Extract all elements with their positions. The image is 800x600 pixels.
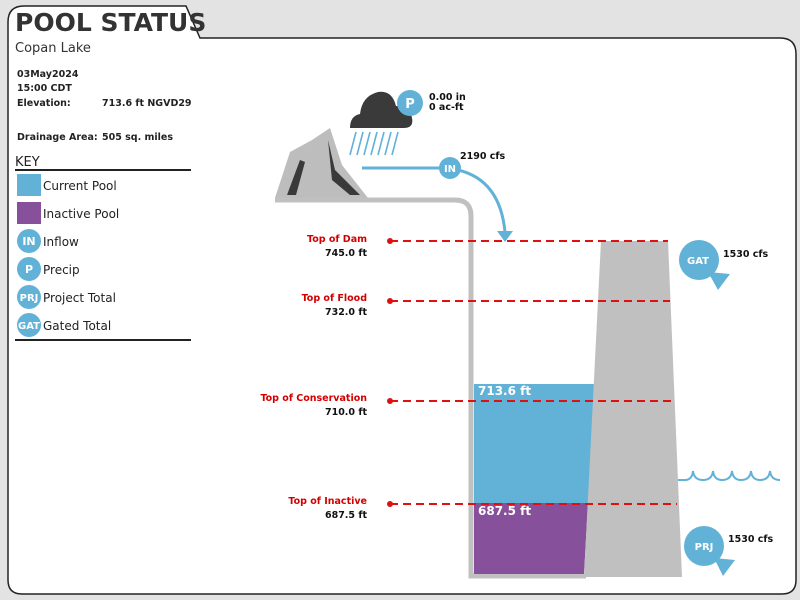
- project-total-icon: [17, 285, 41, 309]
- precip-symbol: P: [405, 97, 415, 112]
- precip-icon: [397, 90, 423, 116]
- key-label: Current Pool: [43, 179, 117, 193]
- level-value: 732.0 ft: [325, 307, 367, 318]
- gated-value: 1530 cfs: [723, 249, 769, 260]
- precip-inches: 0.00 in: [429, 92, 466, 103]
- project-symbol: PRJ: [695, 542, 714, 553]
- key-label: Inactive Pool: [43, 207, 119, 221]
- date: 03May2024: [17, 69, 79, 80]
- inflow-arrow: [457, 168, 507, 233]
- drainage-label: Drainage Area:: [17, 132, 98, 143]
- current-pool-swatch: [17, 174, 41, 196]
- dam: [584, 241, 682, 577]
- current-pool-label: 713.6 ft: [478, 384, 531, 398]
- elevation-value: 713.6 ft NGVD29: [102, 98, 192, 109]
- gated-arrow-icon: [708, 272, 730, 290]
- key-label: Inflow: [43, 235, 79, 249]
- drainage-value: 505 sq. miles: [102, 132, 173, 143]
- tailwater-waves-icon: [678, 470, 781, 482]
- level-value: 710.0 ft: [325, 407, 367, 418]
- level-top-of-flood: Top of Flood 732.0 ft: [302, 293, 670, 318]
- key-label: Gated Total: [43, 319, 111, 333]
- inflow-symbol: IN: [444, 164, 456, 175]
- inflow-arrowhead-icon: [497, 231, 513, 242]
- inflow-value: 2190 cfs: [460, 151, 506, 162]
- page-title: POOL STATUS: [15, 8, 206, 37]
- inflow-icon: [17, 229, 41, 253]
- gated-symbol: GAT: [687, 256, 709, 267]
- gated-symbol: GAT: [18, 321, 40, 332]
- key-label: Precip: [43, 263, 80, 277]
- level-name: Top of Inactive: [288, 496, 367, 507]
- precip-symbol: P: [25, 263, 33, 276]
- inactive-pool-swatch: [17, 202, 41, 224]
- project-total-icon: [684, 526, 724, 566]
- level-top-of-dam: Top of Dam 745.0 ft: [307, 234, 668, 259]
- inactive-pool-label: 687.5 ft: [478, 504, 531, 518]
- precip-icon: [17, 257, 41, 281]
- lake-name: Copan Lake: [15, 41, 91, 56]
- precip-acft: 0 ac-ft: [429, 102, 464, 113]
- project-symbol: PRJ: [20, 293, 39, 304]
- level-value: 687.5 ft: [325, 510, 367, 521]
- level-name: Top of Flood: [302, 293, 367, 304]
- current-pool: [474, 384, 595, 503]
- time: 15:00 CDT: [17, 83, 72, 94]
- key-label: Project Total: [43, 291, 116, 305]
- level-top-of-inactive: Top of Inactive 687.5 ft: [288, 496, 677, 521]
- rain-cloud-icon: [349, 91, 413, 156]
- inactive-pool: [474, 503, 588, 574]
- elevation-label: Elevation:: [17, 98, 71, 109]
- project-arrow-icon: [714, 558, 735, 576]
- level-name: Top of Conservation: [260, 393, 367, 404]
- reservoir-wall: [275, 197, 586, 579]
- gated-total-icon: [17, 313, 41, 337]
- mountain-icon: [275, 128, 368, 198]
- key-title: KEY: [15, 155, 40, 170]
- level-top-of-conservation: Top of Conservation 710.0 ft: [260, 393, 672, 418]
- project-value: 1530 cfs: [728, 534, 774, 545]
- inflow-icon: [439, 157, 461, 179]
- level-value: 745.0 ft: [325, 248, 367, 259]
- level-name: Top of Dam: [307, 234, 367, 245]
- inflow-symbol: IN: [22, 235, 35, 248]
- gated-total-icon: [679, 240, 719, 280]
